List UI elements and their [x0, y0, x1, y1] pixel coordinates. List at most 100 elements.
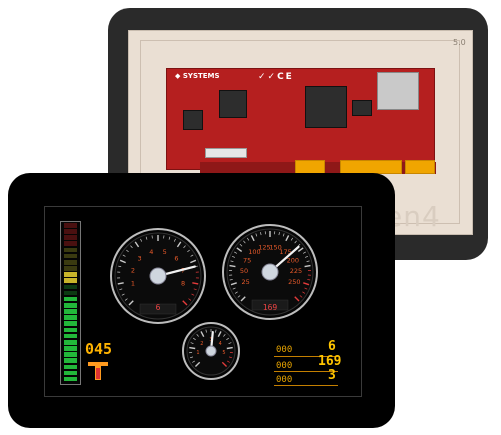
gauge-minor-tick	[183, 245, 186, 249]
gauge-value-box	[139, 303, 177, 315]
gauge-minor-tick	[190, 254, 194, 257]
gauge-minor-tick	[189, 356, 194, 359]
bar-meter-segment	[64, 259, 77, 265]
gauge-minor-tick	[191, 293, 195, 296]
pcb-chip	[352, 100, 372, 116]
gauge-minor-tick	[290, 237, 294, 241]
bar-meter-segment	[64, 247, 77, 253]
gauge-minor-tick	[118, 265, 122, 268]
gauge-major-tick	[217, 331, 222, 338]
left-gauge: 12345678	[110, 228, 206, 324]
gauge-major-tick	[117, 282, 124, 285]
ribbon-cable	[340, 160, 402, 174]
gauge-major-tick	[229, 264, 236, 268]
gauge-minor-tick	[188, 298, 192, 301]
gauge-major-tick	[200, 331, 205, 338]
ribbon-cable	[295, 160, 325, 174]
gauge-minor-tick	[122, 254, 126, 257]
gauge-minor-tick	[145, 236, 148, 240]
gauge-minor-tick	[294, 240, 297, 244]
gauge-minor-tick	[246, 237, 250, 241]
gauge-tick-label: 200	[287, 257, 299, 265]
gauge-minor-tick	[299, 295, 303, 298]
gauge-tick-label: 50	[240, 267, 248, 275]
gauge-minor-tick	[302, 251, 306, 254]
gauge-minor-tick	[119, 288, 123, 291]
front-screen-area	[44, 206, 362, 397]
gauge-minor-tick	[173, 238, 176, 242]
gauge-tick-label: 5	[163, 248, 167, 256]
bar-meter-segment	[64, 296, 77, 302]
gauge-major-tick	[221, 361, 228, 368]
readout-label: 000	[276, 345, 293, 355]
pcb-connector	[205, 148, 247, 158]
gauge-minor-tick	[226, 337, 230, 341]
gauge-minor-tick	[282, 233, 285, 237]
bar-meter-segment	[64, 272, 77, 277]
gauge-major-tick	[190, 259, 197, 264]
gauge-tick-label: 8	[181, 280, 185, 288]
gauge-minor-tick	[215, 329, 217, 333]
gauge-tick-label: 150	[269, 244, 281, 252]
bar-meter-segment	[64, 358, 77, 364]
gauge-minor-tick	[302, 291, 306, 294]
gauge-major-tick	[134, 241, 140, 248]
sd-card-slot	[377, 72, 419, 110]
gauge-tick-label: 175	[279, 248, 291, 256]
gauge-tick-label: 225	[290, 267, 302, 275]
gauge-tick-label: 4	[149, 248, 153, 256]
gauge-major-tick	[303, 282, 310, 286]
gauge-minor-tick	[227, 360, 230, 363]
gauge-minor-tick	[196, 334, 199, 337]
gauge-minor-tick	[304, 287, 308, 290]
gauge-minor-tick	[121, 293, 125, 296]
readout-value: 169	[318, 354, 342, 369]
gauge-minor-tick	[193, 288, 197, 291]
gauge-minor-tick	[237, 295, 241, 298]
bar-meter-segment	[64, 309, 77, 314]
bar-meter-segment	[64, 241, 77, 247]
readout-divider	[274, 385, 338, 386]
bar-meter-segment	[64, 346, 77, 351]
gauge-tick-label: 1	[196, 350, 199, 356]
gauge-minor-tick	[255, 233, 258, 237]
gauge-minor-tick	[192, 360, 195, 363]
gauge-major-tick	[128, 300, 134, 306]
gauge-hub	[261, 263, 279, 281]
pcb-chip	[305, 86, 347, 128]
gauge-major-tick	[236, 247, 243, 252]
gauge-tick-label: 5	[222, 350, 225, 356]
gauge-minor-tick	[230, 260, 234, 263]
gauge-minor-tick	[140, 238, 143, 242]
bar-meter-segment	[64, 253, 77, 259]
gauge-major-tick	[192, 282, 199, 285]
version-label: 5.0	[453, 38, 466, 47]
gauge-major-tick	[294, 296, 300, 302]
gauge-minor-tick	[307, 279, 311, 281]
gauge-minor-tick	[205, 329, 207, 333]
pcb-brand-text: ◆ SYSTEMS	[175, 72, 220, 80]
gauge-minor-tick	[190, 342, 194, 345]
gauge-tick-label: 4	[219, 341, 222, 347]
gauge-minor-tick	[278, 232, 280, 236]
right-gauge-value: 169	[262, 303, 278, 312]
bar-meter-segment	[64, 223, 77, 228]
gauge-tick-label: 100	[248, 248, 260, 256]
left-gauge-value: 6	[155, 303, 161, 312]
gauge-minor-tick	[192, 337, 196, 341]
gauge-minor-tick	[234, 251, 238, 254]
gauge-major-tick	[304, 264, 311, 268]
bar-meter-segment	[64, 321, 77, 327]
readout-label: 000	[276, 375, 293, 385]
gauge-major-tick	[240, 296, 246, 302]
gauge-minor-tick	[304, 255, 309, 258]
ribbon-cable	[405, 160, 435, 174]
gauge-minor-tick	[168, 236, 171, 240]
bar-meter-segment	[64, 229, 77, 234]
gauge-tick-label: 1	[131, 280, 135, 288]
gauge-tick-label: 3	[138, 255, 142, 263]
gauge-major-tick	[230, 282, 237, 286]
gauge-tick-label: 6	[174, 255, 178, 263]
